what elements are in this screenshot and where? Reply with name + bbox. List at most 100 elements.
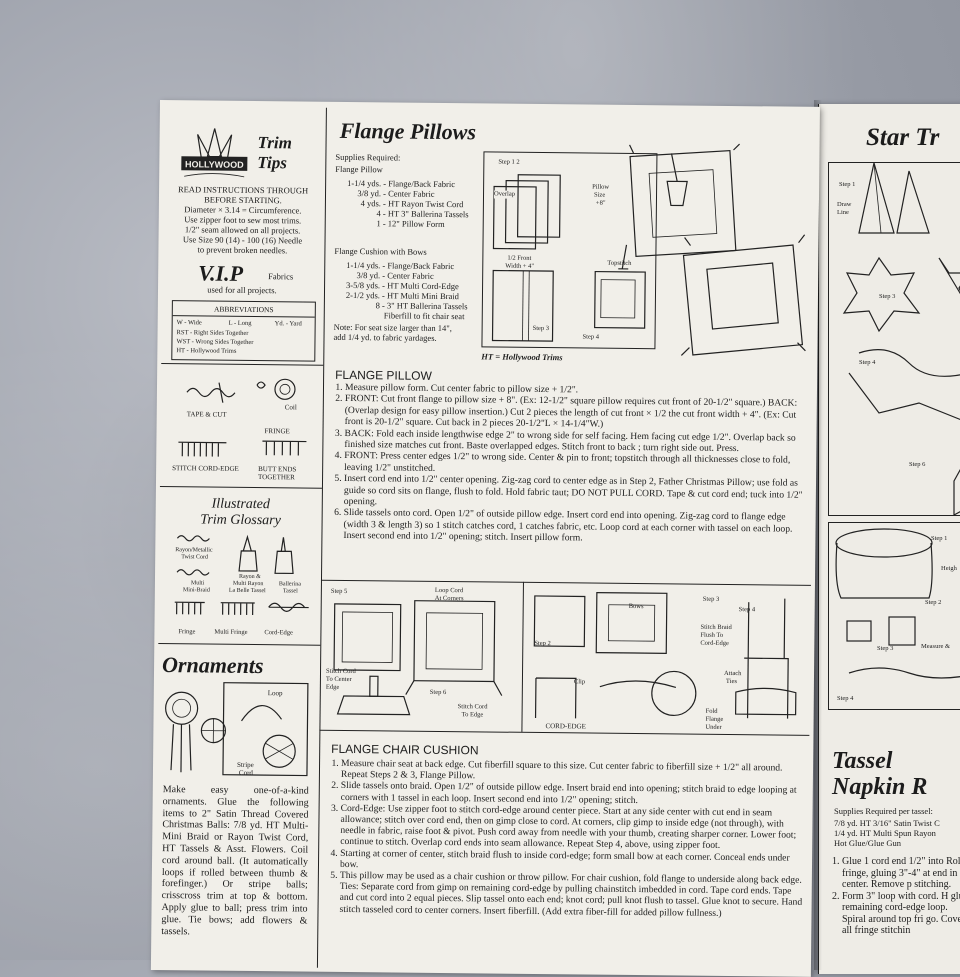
vip-fabrics: Fabrics [268,271,294,282]
technique-label: STITCH CORD-EDGE [172,464,239,473]
trim-tips-title: Trim [257,133,292,153]
glossary-label: Mini-Braid [182,587,210,594]
abbr: W - Wide [176,319,202,327]
cushion-fiberfill: Fiberfill to fit chair seat [383,310,465,322]
qty: 1-1/4 yds. [346,259,381,271]
qty: 4 yds. [360,198,381,209]
vip-sub: used for all projects. [207,284,277,296]
pillow-supply: 1 - 12" Pillow Form [335,218,445,229]
chair-cushion-sketch [533,591,797,719]
pillow-steps-sketch [491,174,646,342]
flange-title: Flange Pillows [339,117,477,145]
step-label: Step 3 [532,324,550,334]
step-label: Step 3 [877,645,894,652]
trim-tips-title-2: Tips [257,153,288,173]
line-label: Line [837,209,849,216]
step-label: Step 2 [925,599,942,606]
hollywood-logo: HOLLYWOOD [181,128,248,178]
abbr: Yd. - Yard [274,320,302,328]
flange-pillow-header: FLANGE PILLOW [335,367,432,383]
step-item: Insert cord end into 1/2" center opening… [344,473,808,512]
step-label: Step 4 [859,359,876,366]
cushion-supply: 8 - 3" HT Ballerina Tassels [334,300,468,311]
tree-skirt-sketch [835,528,960,679]
glossary-label: Cord-Edge [264,629,293,637]
star-title: Star Tr [866,124,940,151]
step-label: Step 4 [738,606,756,614]
right-page: Star Tr Step 1 Draw Line Step 3 Step 4 S… [818,104,960,974]
qty: 3-5/8 yds. [346,279,381,291]
qty: 8 [375,300,380,311]
draw-label: Draw [837,201,852,208]
step-label: Step 6 [429,688,447,697]
cord-edge-label: CORD-EDGE [545,722,586,731]
ht-note: HT = Hollywood Trims [481,351,563,363]
stitch-braid-label: Cord-Edge [700,639,729,647]
glossary-label: Fringe [178,628,196,636]
step-item: This pillow may be used as a chair cushi… [339,870,803,920]
note-line: add 1/4 yd. to fabric yardages. [333,331,437,343]
item: - 12" Pillow Form [382,218,445,229]
bows-label: Bows [628,602,644,611]
qty: 4 [376,208,381,219]
ornaments-text: Make easy one-of-a-kind ornaments. Glue … [161,784,309,937]
chair-cushion-header: FLANGE CHAIR CUSHION [331,741,479,758]
front-label: Width + 4" [505,262,535,270]
attach-label: Ties [725,677,737,686]
step-label: Step 3 [879,293,896,300]
star-sketch [842,163,960,515]
left-page: HOLLYWOOD Trim Tips READ INSTRUCTIONS TH… [150,100,820,977]
glossary-title: Illustrated [211,496,271,513]
stitch-braid-label: Flush To [700,631,724,639]
technique-sketches [178,378,307,457]
glossary-sketches [174,534,309,616]
stitch-center-label: Edge [325,683,340,691]
step-label: Step 5 [330,587,348,595]
attach-label: Attach [723,669,742,678]
cushion-supplies-header: Flange Cushion with Bows [334,245,427,257]
clip-label: Clip [573,678,586,686]
step-label: Step 1 [931,535,948,542]
abbr: WST - Wrong Sides Together [176,338,254,346]
step-label: Step 6 [909,461,926,468]
abbreviations-header: ABBREVIATIONS [213,304,274,315]
tree-skirt-diagram: Step 1 Heigh Step 2 Step 3 Measure & Ste… [828,522,960,710]
abbr: RST - Right Sides Together [176,329,249,337]
pillow-steps-diagram: Step 1 2 Overlap Pillow Size +8" 1/2 Fro… [481,151,658,350]
supply-line: Hot Glue/Glue Gun [834,838,902,848]
item: - Center Fabric [383,188,435,199]
vip-logo: V.I.P [198,260,244,286]
front-label: 1/2 Front [507,254,532,262]
supplies-header: Supplies Required per tassel: [834,806,933,816]
glossary-label: Tassel [282,588,298,595]
star-diagram: Step 1 Draw Line Step 3 Step 4 Step 6 [828,162,960,516]
height-label: Heigh [941,565,957,572]
fold-label: Flange [705,715,724,723]
supply-line: 1/4 yd. HT Multi Spun Rayon [834,828,936,838]
technique-label: FRINGE [264,427,290,436]
fold-label: Under [705,723,722,731]
ornaments-title: Ornaments [161,652,264,679]
glossary-label: La Belle Tassel [228,587,266,595]
step-item: Glue 1 cord end 1/2" into Roll fringe, g… [842,856,960,891]
stitch-center-label: To Center [325,675,352,684]
glossary-label: Twist Cord [181,554,208,561]
abbr: L - Long [228,319,252,327]
qty: 2-1/2 yds. [345,289,381,301]
overlap-label: Overlap [493,190,516,199]
glossary-title-2: Trim Glossary [200,512,281,529]
step-label: Step 1 2 [498,158,520,166]
svg-text:HOLLYWOOD: HOLLYWOOD [185,159,244,170]
loop-cord-label: At Corners [434,594,464,603]
supply-line: 7/8 yd. HT 3/16" Satin Twist C [834,818,940,828]
pillow-illustration [618,143,806,356]
qty: 1 [376,218,381,229]
qty: 3/8 yd. [356,270,381,281]
ornament-label: Stripe [237,760,254,770]
technique-label: TAPE & CUT [186,410,227,419]
step-label: Step 3 [702,595,720,603]
step-item: Form 3" loop with cord. H glue remaining… [842,891,960,937]
tassel-title-2: Napkin R [832,774,928,800]
step5-6-sketch [333,600,503,716]
ornament-sketches [165,682,309,777]
